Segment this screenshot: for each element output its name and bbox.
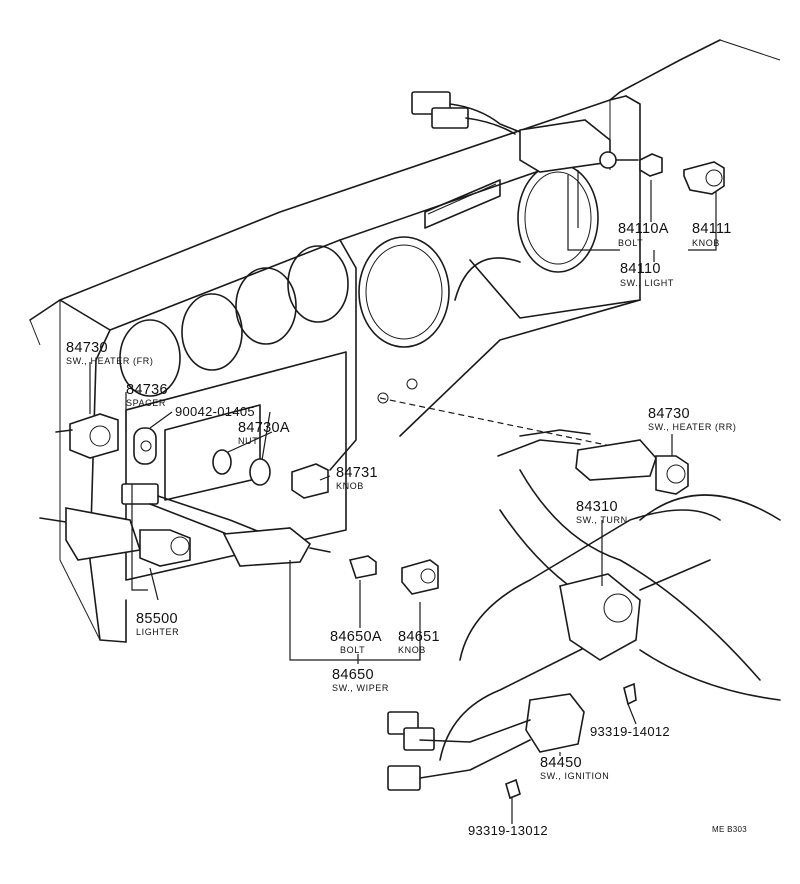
- part-number: 85500: [136, 611, 178, 627]
- callout-84650A: 84650A BOLT: [330, 630, 382, 655]
- callout-84650: 84650 SW., WIPER: [332, 668, 389, 693]
- part-number: 84730: [648, 406, 690, 422]
- part-name: KNOB: [692, 237, 720, 248]
- part-name: SPACER: [126, 397, 166, 408]
- part-number: 84111: [692, 221, 732, 237]
- part-number: 84650A: [330, 629, 382, 645]
- part-name: BOLT: [618, 237, 644, 248]
- callout-93319-14012: 93319-14012: [590, 725, 670, 738]
- part-number: 93319-13012: [468, 823, 548, 838]
- callout-84731: 84731 KNOB: [336, 466, 378, 491]
- part-number: 84110: [620, 261, 661, 277]
- heater-switch-fr: [55, 413, 157, 465]
- part-number: 84730A: [238, 420, 290, 436]
- part-number: 84450: [540, 755, 582, 771]
- light-switch-assembly: [411, 91, 725, 195]
- callout-90042-01405: 90042-01405: [175, 405, 255, 418]
- callout-84310: 84310 SW., TURN: [576, 500, 628, 525]
- part-name: NUT: [238, 435, 259, 446]
- callout-84730A: 84730A NUT: [238, 421, 290, 446]
- callout-85500: 85500 LIGHTER: [136, 612, 179, 637]
- part-name: KNOB: [336, 480, 364, 491]
- lighter-assembly: [39, 507, 191, 567]
- callout-84111: 84111 KNOB: [692, 222, 732, 248]
- callout-84450: 84450 SW., IGNITION: [540, 756, 609, 781]
- nut-and-knob: [212, 449, 329, 499]
- drawing-code: ME B303: [712, 825, 748, 834]
- part-name: SW., LIGHT: [620, 277, 675, 288]
- part-name: BOLT: [340, 644, 366, 655]
- part-number: 90042-01405: [175, 404, 255, 419]
- part-number: 84650: [332, 667, 374, 683]
- part-number: 84730: [66, 340, 108, 356]
- part-number: 84310: [576, 499, 618, 515]
- callout-84730-rr: 84730 SW., HEATER (RR): [648, 407, 736, 432]
- part-name: SW., HEATER (RR): [648, 421, 737, 432]
- part-number: 84651: [398, 629, 440, 645]
- callout-84736: 84736 SPACER: [126, 383, 168, 408]
- part-name: SW., IGNITION: [540, 770, 610, 781]
- part-name: KNOB: [398, 644, 426, 655]
- part-number: 84736: [126, 382, 168, 398]
- part-name: SW., HEATER (FR): [66, 355, 154, 366]
- part-name: SW., WIPER: [332, 682, 390, 693]
- instrument-panel: [29, 39, 781, 643]
- callout-84651: 84651 KNOB: [398, 630, 440, 655]
- callout-93319-13012: 93319-13012: [468, 824, 548, 837]
- part-number: 84110A: [618, 221, 669, 237]
- part-name: LIGHTER: [136, 626, 180, 637]
- wiper-switch-assembly: [121, 483, 439, 595]
- steering-column: [387, 469, 781, 800]
- callout-84730-fr: 84730 SW., HEATER (FR): [66, 341, 153, 366]
- heater-switch-rr: [379, 397, 689, 495]
- callout-84110: 84110 SW., LIGHT: [620, 262, 674, 288]
- part-number: 93319-14012: [590, 724, 670, 739]
- part-number: 84731: [336, 465, 378, 481]
- leader-lines: [89, 170, 717, 824]
- callout-84110A: 84110A BOLT: [618, 222, 669, 248]
- part-name: SW., TURN: [576, 514, 628, 525]
